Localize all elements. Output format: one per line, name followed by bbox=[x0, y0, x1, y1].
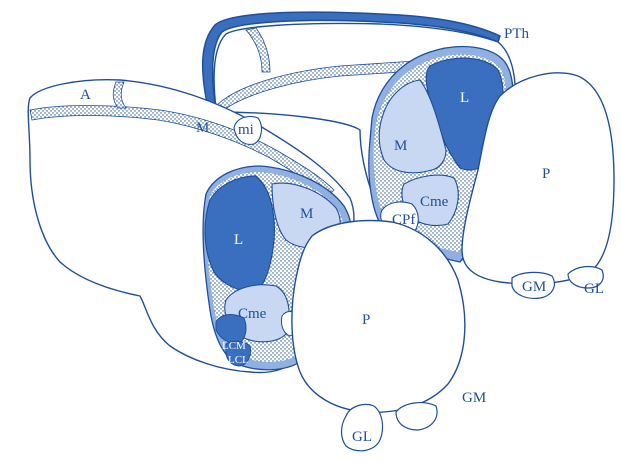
label-front-Cme: Cme bbox=[238, 306, 267, 322]
label-front-M: M bbox=[300, 206, 313, 222]
label-back-GL: GL bbox=[584, 281, 604, 297]
front-pulvinar-P bbox=[292, 221, 465, 413]
label-front-A: A bbox=[80, 87, 91, 103]
label-front-mi: mi bbox=[238, 122, 254, 138]
label-front-P: P bbox=[362, 312, 370, 328]
label-back-L: L bbox=[460, 90, 469, 106]
front-GM bbox=[396, 403, 437, 430]
label-back-M: M bbox=[394, 138, 407, 154]
label-front-GM: GM bbox=[462, 390, 486, 406]
label-front-GL: GL bbox=[352, 429, 372, 445]
label-back-GM: GM bbox=[522, 279, 546, 295]
label-back-CPf: CPf bbox=[392, 212, 415, 228]
label-front-M-top: M bbox=[196, 120, 209, 136]
label-front-L: L bbox=[234, 232, 243, 248]
label-back-Cme: Cme bbox=[420, 194, 449, 210]
label-back-PTh: PTh bbox=[504, 26, 530, 42]
label-front-LCM: LCM bbox=[222, 340, 246, 352]
label-back-P: P bbox=[542, 166, 550, 182]
label-front-LCL: LCL bbox=[228, 354, 249, 366]
